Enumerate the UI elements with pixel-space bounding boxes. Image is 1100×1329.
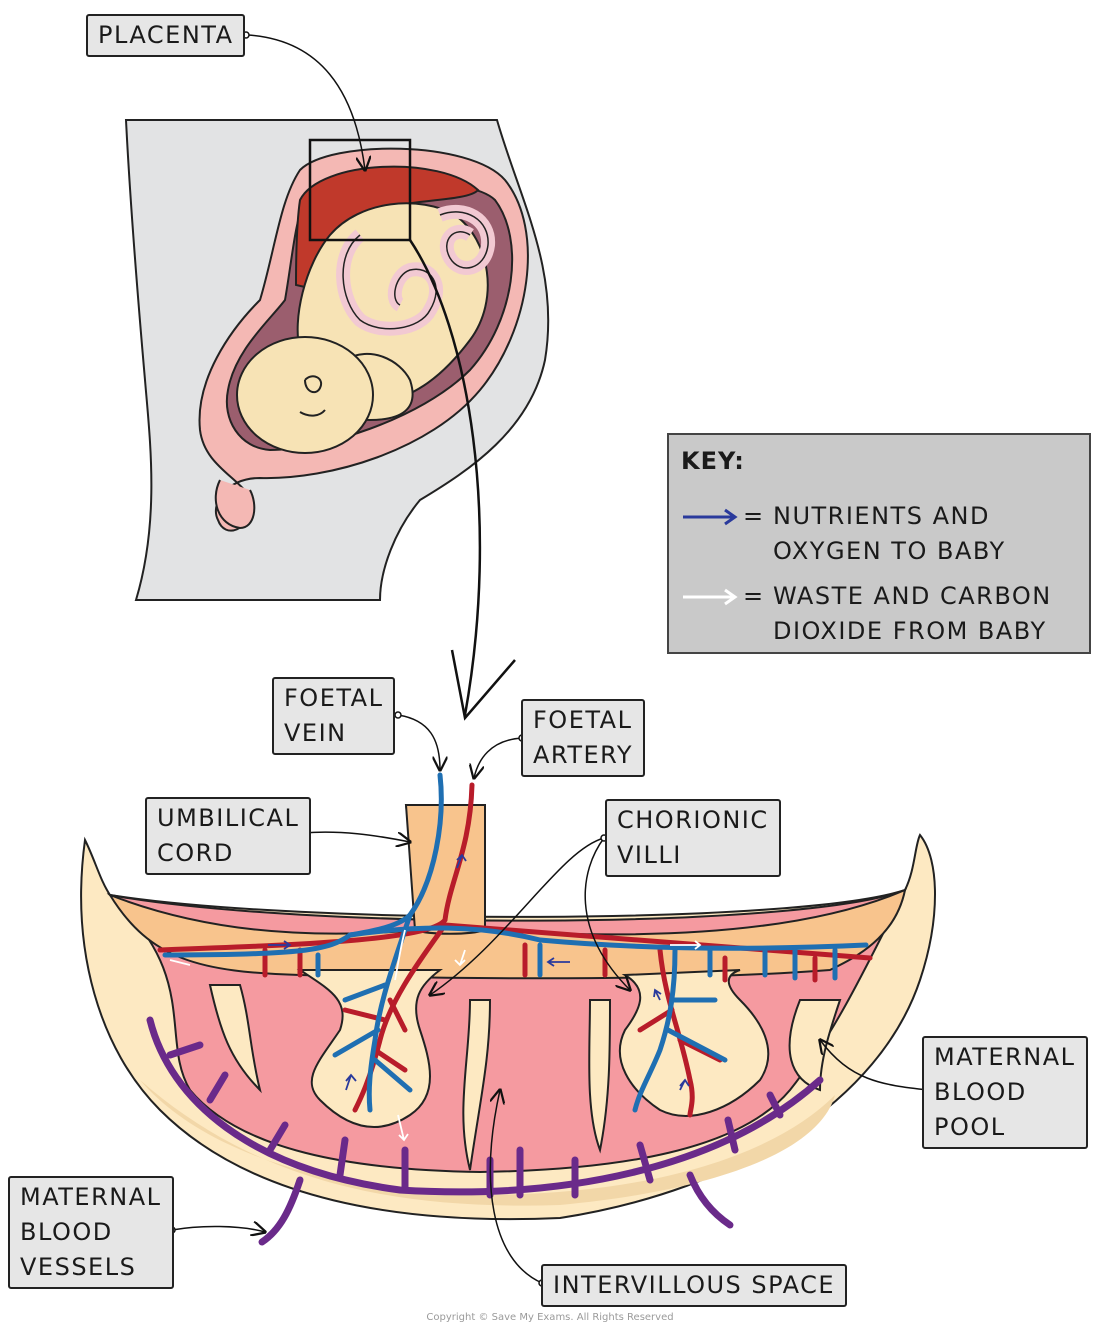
cervix <box>214 479 256 530</box>
key-text-line: NUTRIENTS AND <box>773 502 990 530</box>
key-title: KEY: <box>681 447 745 475</box>
label-pointers <box>171 714 930 1284</box>
umbilical-cord-coils <box>336 204 496 336</box>
label-placenta: PLACENTA <box>86 14 246 57</box>
placenta-pointer <box>247 34 365 170</box>
septum-far-right <box>788 999 842 1092</box>
key-text-line: OXYGEN TO BABY <box>773 537 1006 565</box>
key-equals: = <box>743 502 765 530</box>
blue-arrow-icon <box>683 508 738 526</box>
septum-left <box>208 984 262 1094</box>
key-legend: KEY: = NUTRIENTS AND OXYGEN TO BABY = WA… <box>667 433 1091 654</box>
label-maternal-blood-pool: MATERNAL BLOOD POOL <box>922 1036 1088 1149</box>
key-item-nutrients: = NUTRIENTS AND OXYGEN TO BABY <box>681 499 1081 569</box>
key-item-waste: = WASTE AND CARBON DIOXIDE FROM BABY <box>681 579 1081 649</box>
maternal-blood-vessels <box>146 1016 824 1246</box>
label-umbilical-cord: UMBILICAL CORD <box>145 797 312 875</box>
label-foetal-vein: FOETAL VEIN <box>272 677 396 755</box>
zoom-arrowhead <box>450 649 516 721</box>
copyright-notice: Copyright © Save My Exams. All Rights Re… <box>426 1312 674 1323</box>
waste-flow-arrows <box>169 929 702 1142</box>
key-equals: = <box>743 582 765 610</box>
label-intervillous-space: INTERVILLOUS SPACE <box>541 1264 848 1307</box>
label-maternal-blood-vessels: MATERNAL BLOOD VESSELS <box>8 1176 174 1289</box>
zoom-connector <box>408 239 482 716</box>
placenta-cross-section <box>80 772 936 1246</box>
label-chorionic-villi: CHORIONIC VILLI <box>605 799 781 877</box>
baby-head <box>236 336 374 454</box>
pregnant-body-illustration <box>124 119 550 601</box>
foetal-vein-vessels <box>162 772 869 1113</box>
septum-right <box>588 999 612 1154</box>
septum-centre <box>462 999 492 1171</box>
key-text-line: WASTE AND CARBON <box>773 582 1052 610</box>
key-text-line: DIOXIDE FROM BABY <box>773 617 1047 645</box>
white-arrow-icon <box>683 588 738 606</box>
nutrient-flow-arrows <box>268 853 690 1091</box>
label-foetal-artery: FOETAL ARTERY <box>521 699 645 777</box>
